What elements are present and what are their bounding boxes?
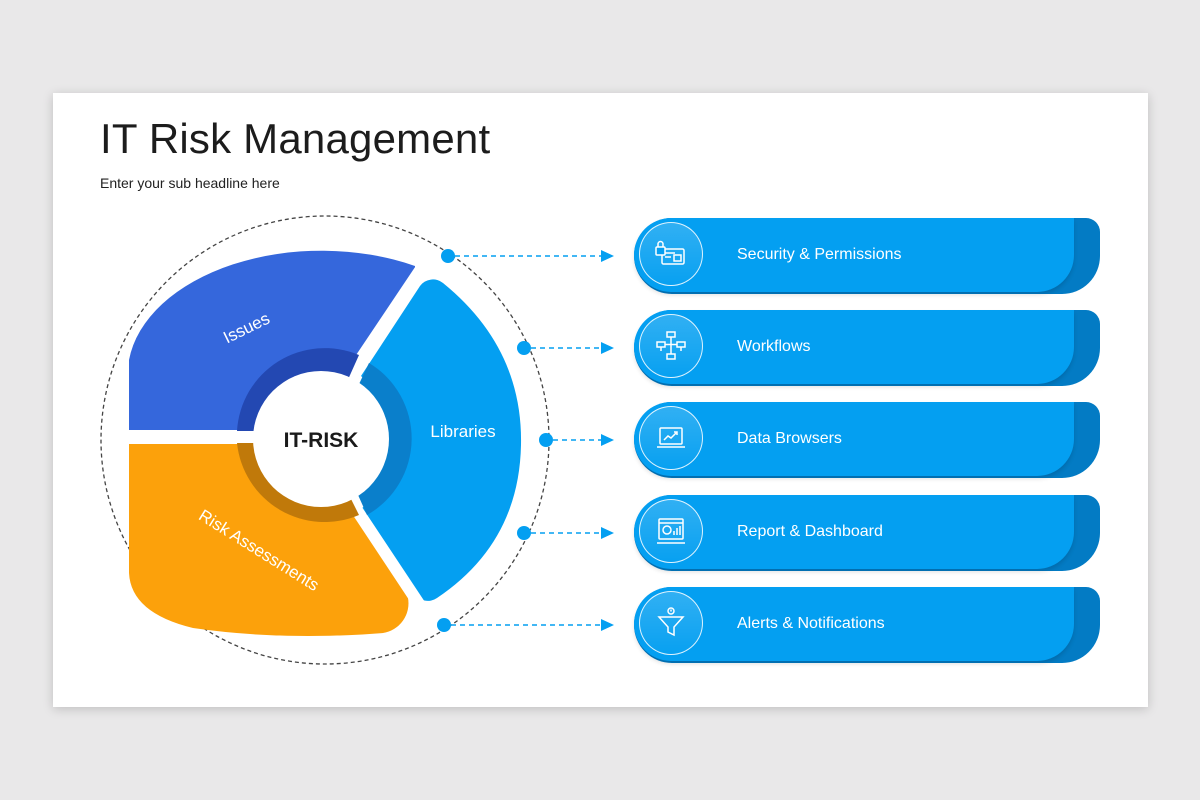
item-label: Workflows <box>737 338 811 355</box>
item-label: Security & Permissions <box>737 246 902 263</box>
slide: IT Risk Management Enter your sub headli… <box>53 93 1148 707</box>
item-security-permissions: Security & Permissions <box>634 218 1100 294</box>
segment-libraries <box>359 279 522 601</box>
item-workflows: Workflows <box>634 310 1100 386</box>
connector-2 <box>517 341 614 355</box>
page-title: IT Risk Management <box>100 115 491 162</box>
cycle-diagram: IT-RISK Issues Libraries Risk Assessment… <box>100 215 614 665</box>
segment-label-libraries: Libraries <box>430 422 495 441</box>
connector-4 <box>517 526 614 540</box>
report-dashboard-icon <box>639 499 703 563</box>
item-label: Data Browsers <box>737 430 842 447</box>
alert-filter-icon <box>639 591 703 655</box>
data-browser-icon <box>639 406 703 470</box>
page-subtitle: Enter your sub headline here <box>100 175 280 191</box>
connector-5 <box>437 618 614 632</box>
connector-1 <box>441 249 614 263</box>
item-report-dashboard: Report & Dashboard <box>634 495 1100 571</box>
center-label: IT-RISK <box>284 429 359 452</box>
item-data-browsers: Data Browsers <box>634 402 1100 478</box>
item-alerts-notifications: Alerts & Notifications <box>634 587 1100 663</box>
connector-3 <box>539 433 614 447</box>
workflow-icon <box>639 314 703 378</box>
item-label: Alerts & Notifications <box>737 615 885 632</box>
center-circle <box>253 371 389 507</box>
item-label: Report & Dashboard <box>737 523 883 540</box>
security-card-lock-icon <box>639 222 703 286</box>
segment-issues <box>129 250 415 430</box>
